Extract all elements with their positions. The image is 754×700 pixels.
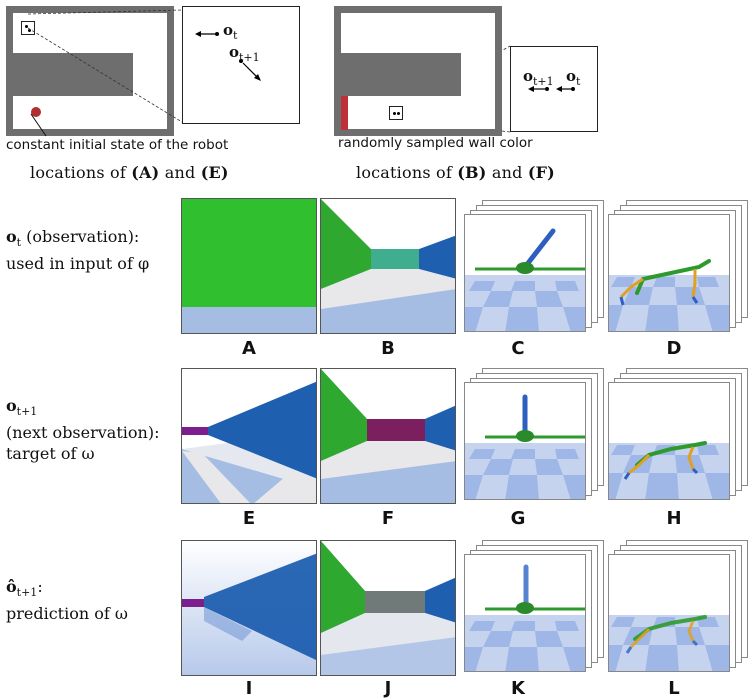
- panel-I: [181, 540, 317, 676]
- panel-E: [181, 368, 317, 504]
- panel-label-A: A: [242, 338, 256, 359]
- panel-label-L: L: [668, 678, 680, 699]
- panel-label-C: C: [511, 338, 525, 359]
- panel-D-stack: [608, 200, 748, 332]
- panel-C: [464, 214, 586, 332]
- panel-label-J: J: [384, 678, 392, 699]
- row-label-next-observation: ot+1 (next observation): target of ω: [6, 396, 160, 464]
- panel-label-K: K: [511, 678, 525, 699]
- panel-L-stack: [608, 540, 748, 672]
- panel-label-I: I: [245, 678, 253, 699]
- panel-label-H: H: [666, 508, 682, 529]
- maze-right-obstacle: [341, 53, 461, 96]
- panel-G-stack: [464, 368, 604, 500]
- row-label-prediction: ôt+1: prediction of ω: [6, 577, 128, 624]
- zoom-left-obs-t1: o: [229, 43, 240, 61]
- zoom-right-obs-t1: o: [523, 67, 534, 85]
- panel-label-G: G: [510, 508, 526, 529]
- maze-right: [334, 6, 502, 136]
- zoom-right-obs-t: o: [566, 67, 577, 85]
- maze-right-red-wall: [341, 96, 348, 130]
- panel-J: [320, 540, 456, 676]
- maze-left-zoom-box: ot ot+1: [182, 6, 300, 124]
- panel-G: [464, 382, 586, 500]
- zoom-left-obs-t: o: [223, 21, 234, 39]
- panel-label-E: E: [242, 508, 256, 529]
- maze-left: [6, 6, 174, 136]
- robot-initial-dot: [31, 107, 41, 117]
- maze-right-zoom-box: ot+1 ot: [510, 46, 598, 132]
- wall-color-annotation: randomly sampled wall color: [338, 135, 533, 151]
- panel-B: [320, 198, 456, 334]
- panel-D: [608, 214, 730, 332]
- panel-K-stack: [464, 540, 604, 672]
- panel-K: [464, 554, 586, 672]
- panel-label-B: B: [381, 338, 395, 359]
- panel-F: [320, 368, 456, 504]
- row-label-observation: ot (observation): used in input of φ: [6, 227, 150, 274]
- maze-right-caption: locations of (B) and (F): [356, 163, 555, 182]
- panel-label-F: F: [381, 508, 395, 529]
- robot-initial-state-annotation: constant initial state of the robot: [6, 137, 229, 153]
- panel-C-stack: [464, 200, 604, 332]
- maze-left-obstacle: [13, 53, 133, 96]
- maze-left-caption: locations of (A) and (E): [30, 163, 229, 182]
- panel-H-stack: [608, 368, 748, 500]
- panel-A: [181, 198, 317, 334]
- panel-H: [608, 382, 730, 500]
- maze-right-focus-box: [389, 106, 403, 120]
- panel-label-D: D: [666, 338, 682, 359]
- panel-L: [608, 554, 730, 672]
